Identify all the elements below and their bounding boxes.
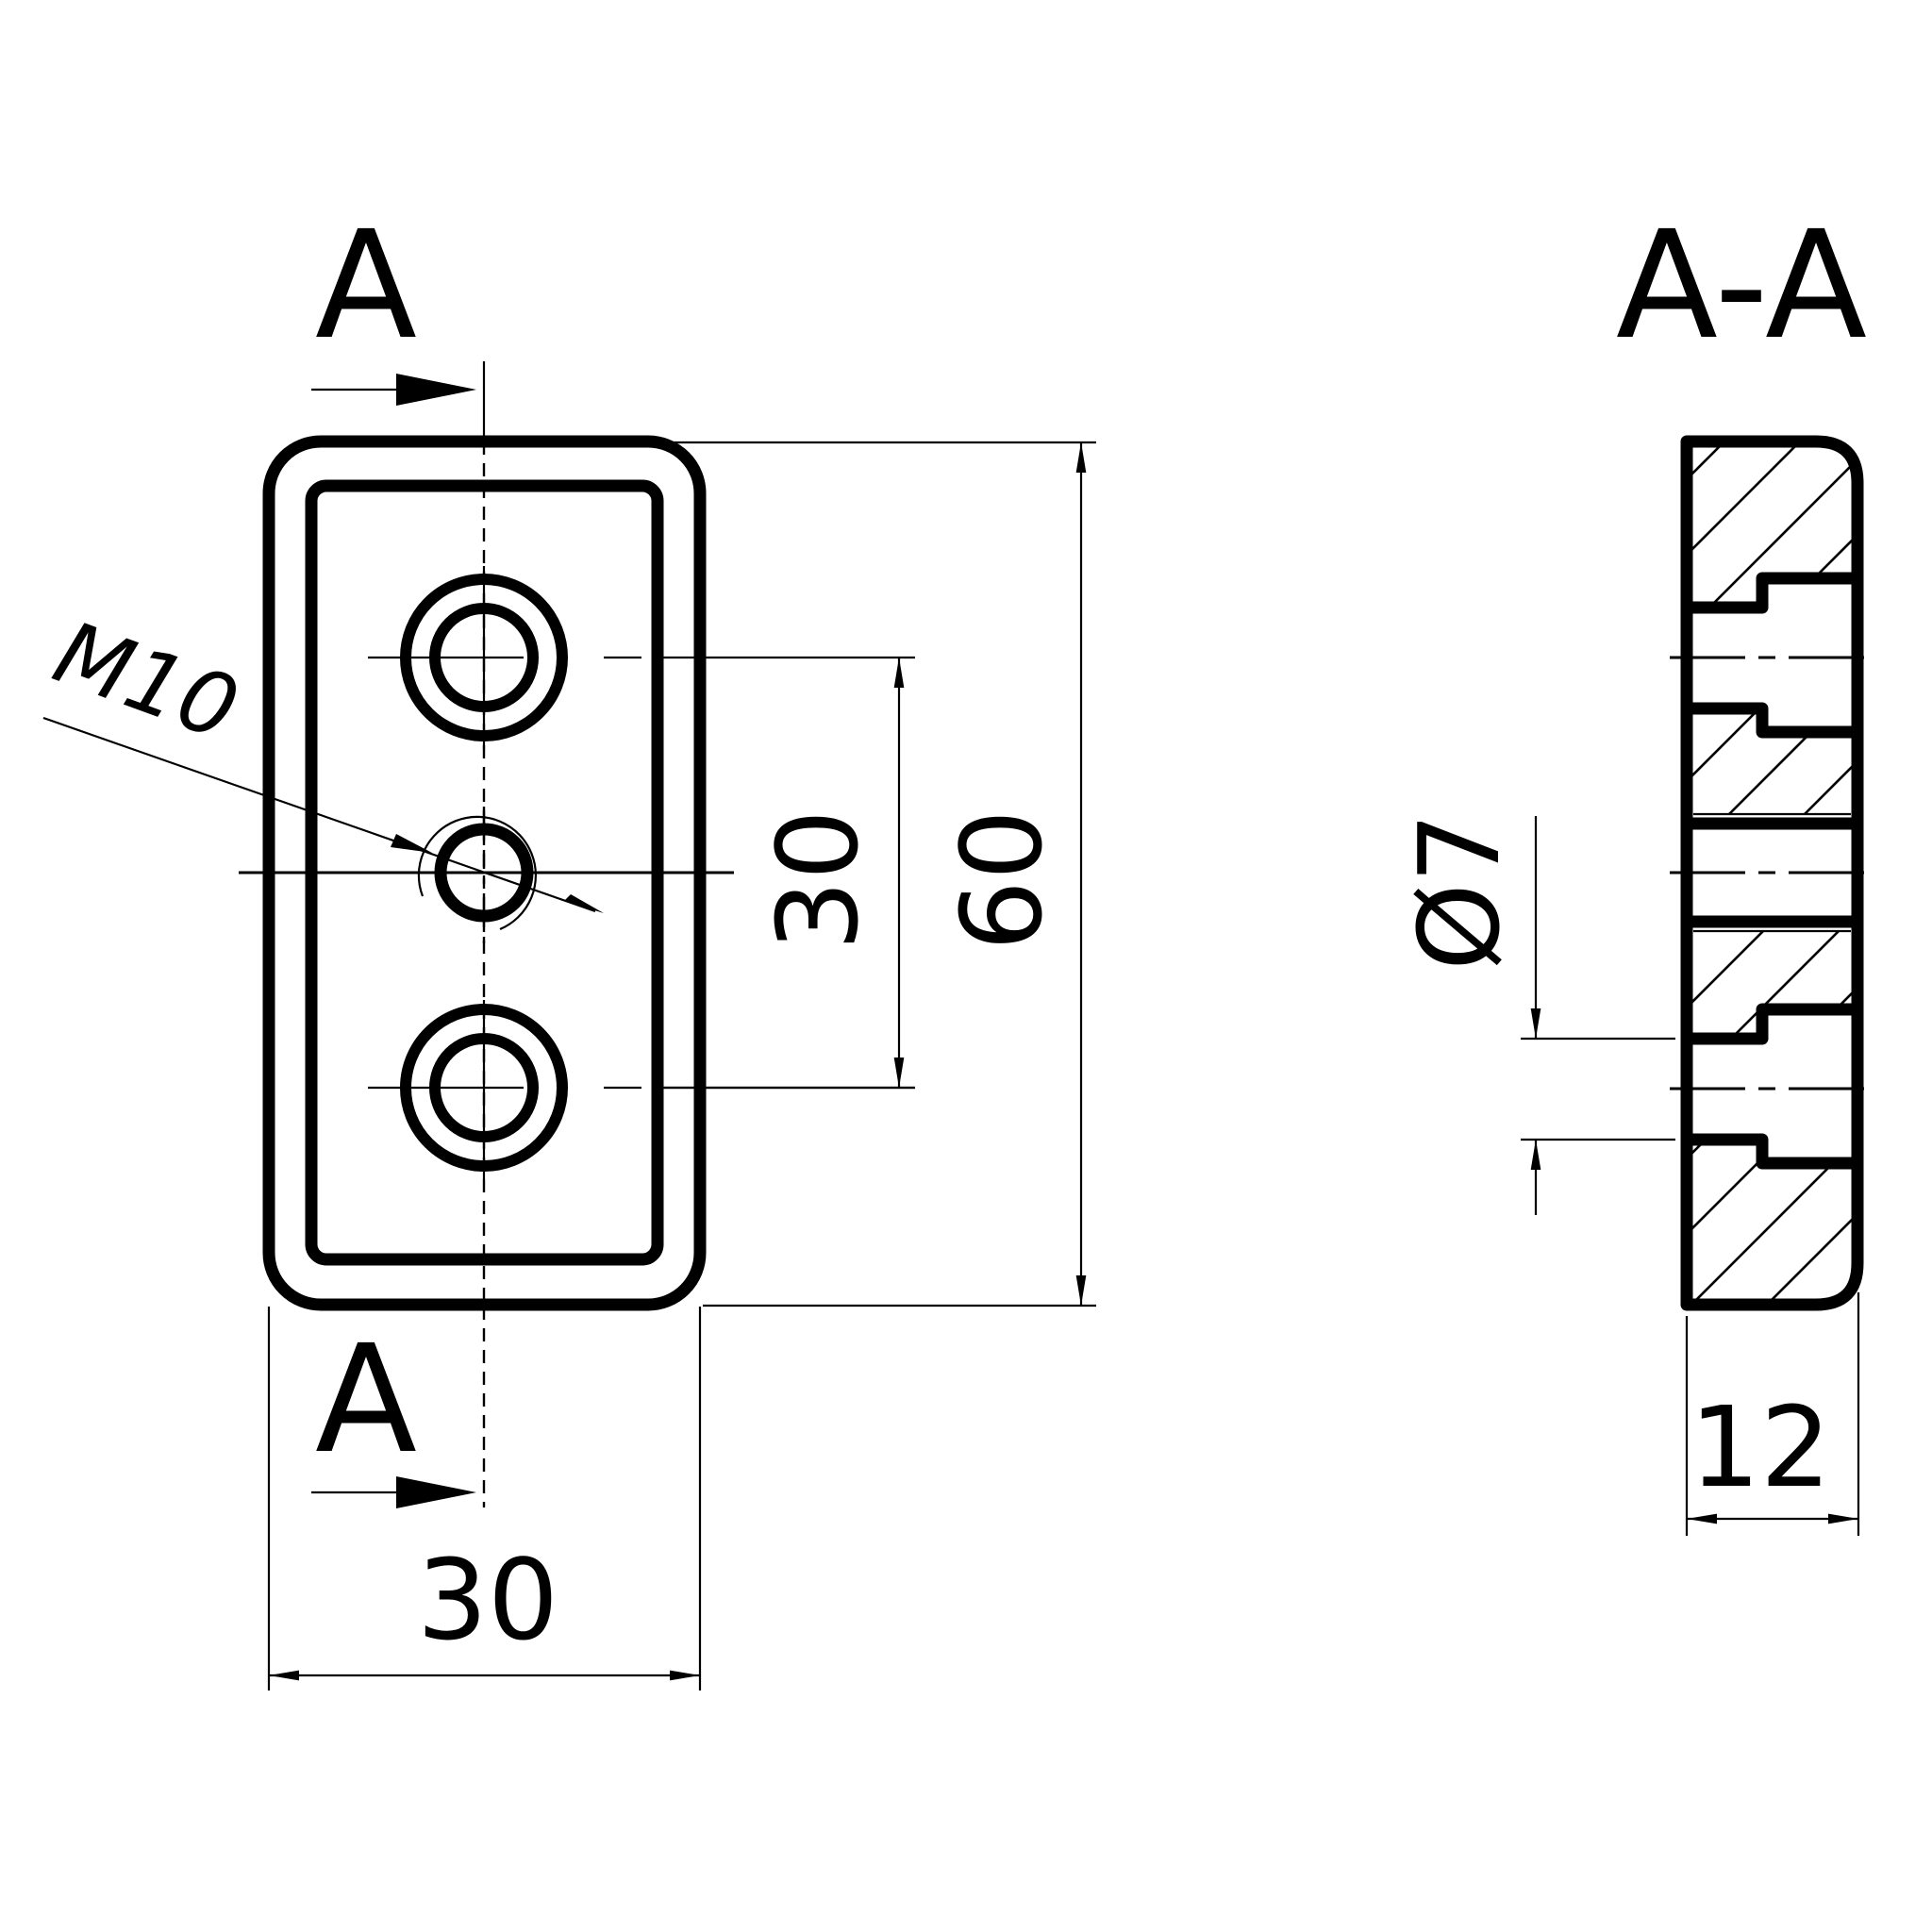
hatch-line xyxy=(1750,441,1857,1305)
front-view: A A xyxy=(42,199,1096,1690)
dim-width xyxy=(267,1307,702,1690)
thread-callout-label: M10 xyxy=(42,602,250,760)
hatch-line xyxy=(1687,441,1857,1305)
hole-top xyxy=(368,566,915,750)
dim-hole-diameter xyxy=(1521,816,1675,1215)
dim-width-label: 30 xyxy=(417,1535,558,1665)
section-outline xyxy=(1680,435,1864,1311)
section-hole-middle xyxy=(1670,812,1877,933)
dim-thickness-label: 12 xyxy=(1690,1382,1831,1512)
dim-hole-spacing xyxy=(660,658,915,1090)
dim-hole-spacing-label: 30 xyxy=(753,809,883,951)
section-hole-bottom xyxy=(1670,1003,1877,1170)
section-label-top: A xyxy=(315,199,417,373)
hatch-line xyxy=(1687,441,1857,1305)
thread-leader xyxy=(42,716,604,913)
hatch-line xyxy=(1687,441,1857,1305)
hole-bottom xyxy=(368,1000,915,1179)
section-arrow-bottom xyxy=(311,1307,486,1508)
section-label-bottom: A xyxy=(315,1313,417,1487)
hatch-line xyxy=(1687,441,1857,1305)
dim-height-label: 60 xyxy=(937,809,1067,951)
hatch-line xyxy=(1902,377,1932,1321)
section-arrow-top xyxy=(311,361,486,441)
hatch-line xyxy=(1687,441,1857,1305)
hatch-line xyxy=(1687,441,1857,1305)
hatch-line xyxy=(1687,441,1714,1305)
hatch-line xyxy=(1825,441,1857,1305)
section-hole-top xyxy=(1670,572,1877,739)
dim-hole-diameter-label: Ø7 xyxy=(1394,812,1524,971)
dim-thickness xyxy=(1685,1292,1860,1536)
dim-height xyxy=(660,441,1096,1307)
hatch-line xyxy=(1687,441,1857,1305)
section-view-title: A-A xyxy=(1616,199,1867,373)
hatch-line xyxy=(1687,441,1857,1305)
